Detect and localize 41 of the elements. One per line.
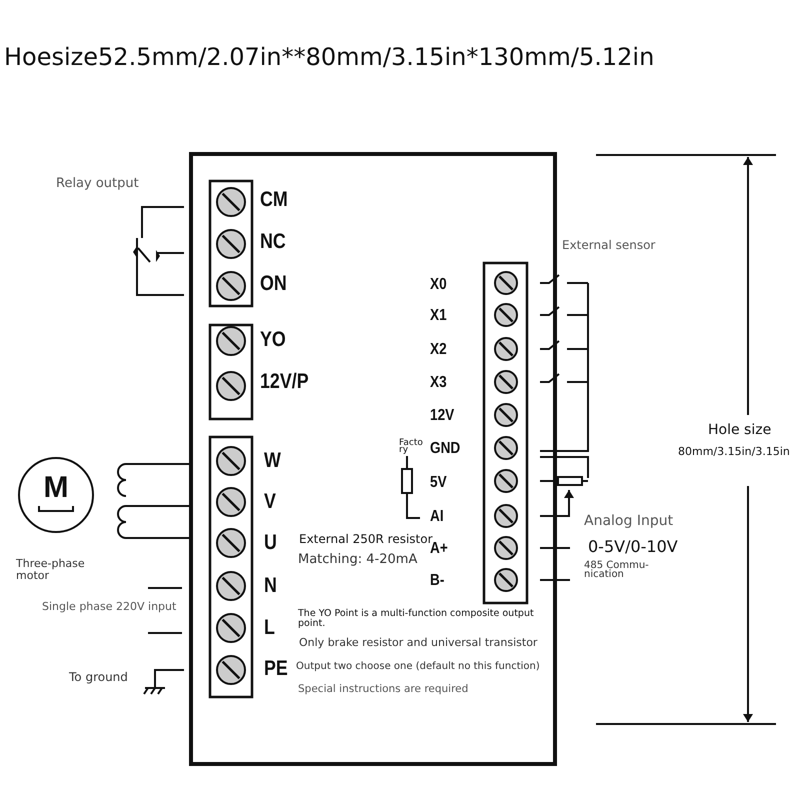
note-text: Output two choose one (default no this function) xyxy=(296,661,540,672)
note-text: Only brake resistor and universal transistor xyxy=(299,637,538,650)
terminal-label: L xyxy=(264,616,275,640)
motor-letter: M xyxy=(42,473,70,503)
dimension-label: Hole size xyxy=(708,423,772,438)
terminal-label: X2 xyxy=(430,341,447,359)
terminal-label: V xyxy=(264,490,276,514)
note-text: External 250R resistor xyxy=(299,533,433,546)
caption-text: Three-phase motor xyxy=(16,558,86,582)
terminal-label: X0 xyxy=(430,276,447,294)
note-text: Special instructions are required xyxy=(298,684,468,696)
callout-text: To ground xyxy=(69,671,128,684)
callout-text: Relay output xyxy=(56,177,139,192)
terminal-label: ON xyxy=(260,272,287,296)
terminal-label: A+ xyxy=(430,540,448,558)
terminal-label: NC xyxy=(260,230,286,254)
note-text: The YO Point is a multi-function composite output point. xyxy=(298,609,535,630)
terminal-label: 5V xyxy=(430,474,447,492)
terminal-label: 12V/P xyxy=(260,370,309,394)
terminal-label: AI xyxy=(430,508,444,526)
terminal-label: YO xyxy=(260,328,286,352)
terminal-label: X1 xyxy=(430,307,447,325)
terminal-label: X3 xyxy=(430,374,447,392)
dimension-label: 80mm/3.15in/3.15in xyxy=(678,446,790,458)
callout-text: Facto ry xyxy=(399,440,424,454)
note-text: Matching: 4-20mA xyxy=(298,553,418,568)
terminal-label: CM xyxy=(260,188,288,212)
callout-text: 0-5V/0-10V xyxy=(588,538,678,556)
terminal-label: N xyxy=(264,574,277,598)
terminal-label: GND xyxy=(430,440,460,458)
terminal-label: 12V xyxy=(430,407,454,425)
callout-text: Single phase 220V input xyxy=(42,601,176,614)
motor-symbol xyxy=(18,457,94,533)
terminal-label: PE xyxy=(264,657,288,680)
title-text: Hoesize52.5mm/2.07in**80mm/3.15in*130mm/5.12in xyxy=(4,44,654,70)
terminal-label: W xyxy=(264,449,281,472)
terminal-label: B- xyxy=(430,572,444,590)
callout-text: Analog Input xyxy=(584,514,674,530)
callout-text: External sensor xyxy=(562,239,656,252)
terminal-label: U xyxy=(264,531,277,554)
callout-text: 485 Commu- nication xyxy=(584,561,650,579)
